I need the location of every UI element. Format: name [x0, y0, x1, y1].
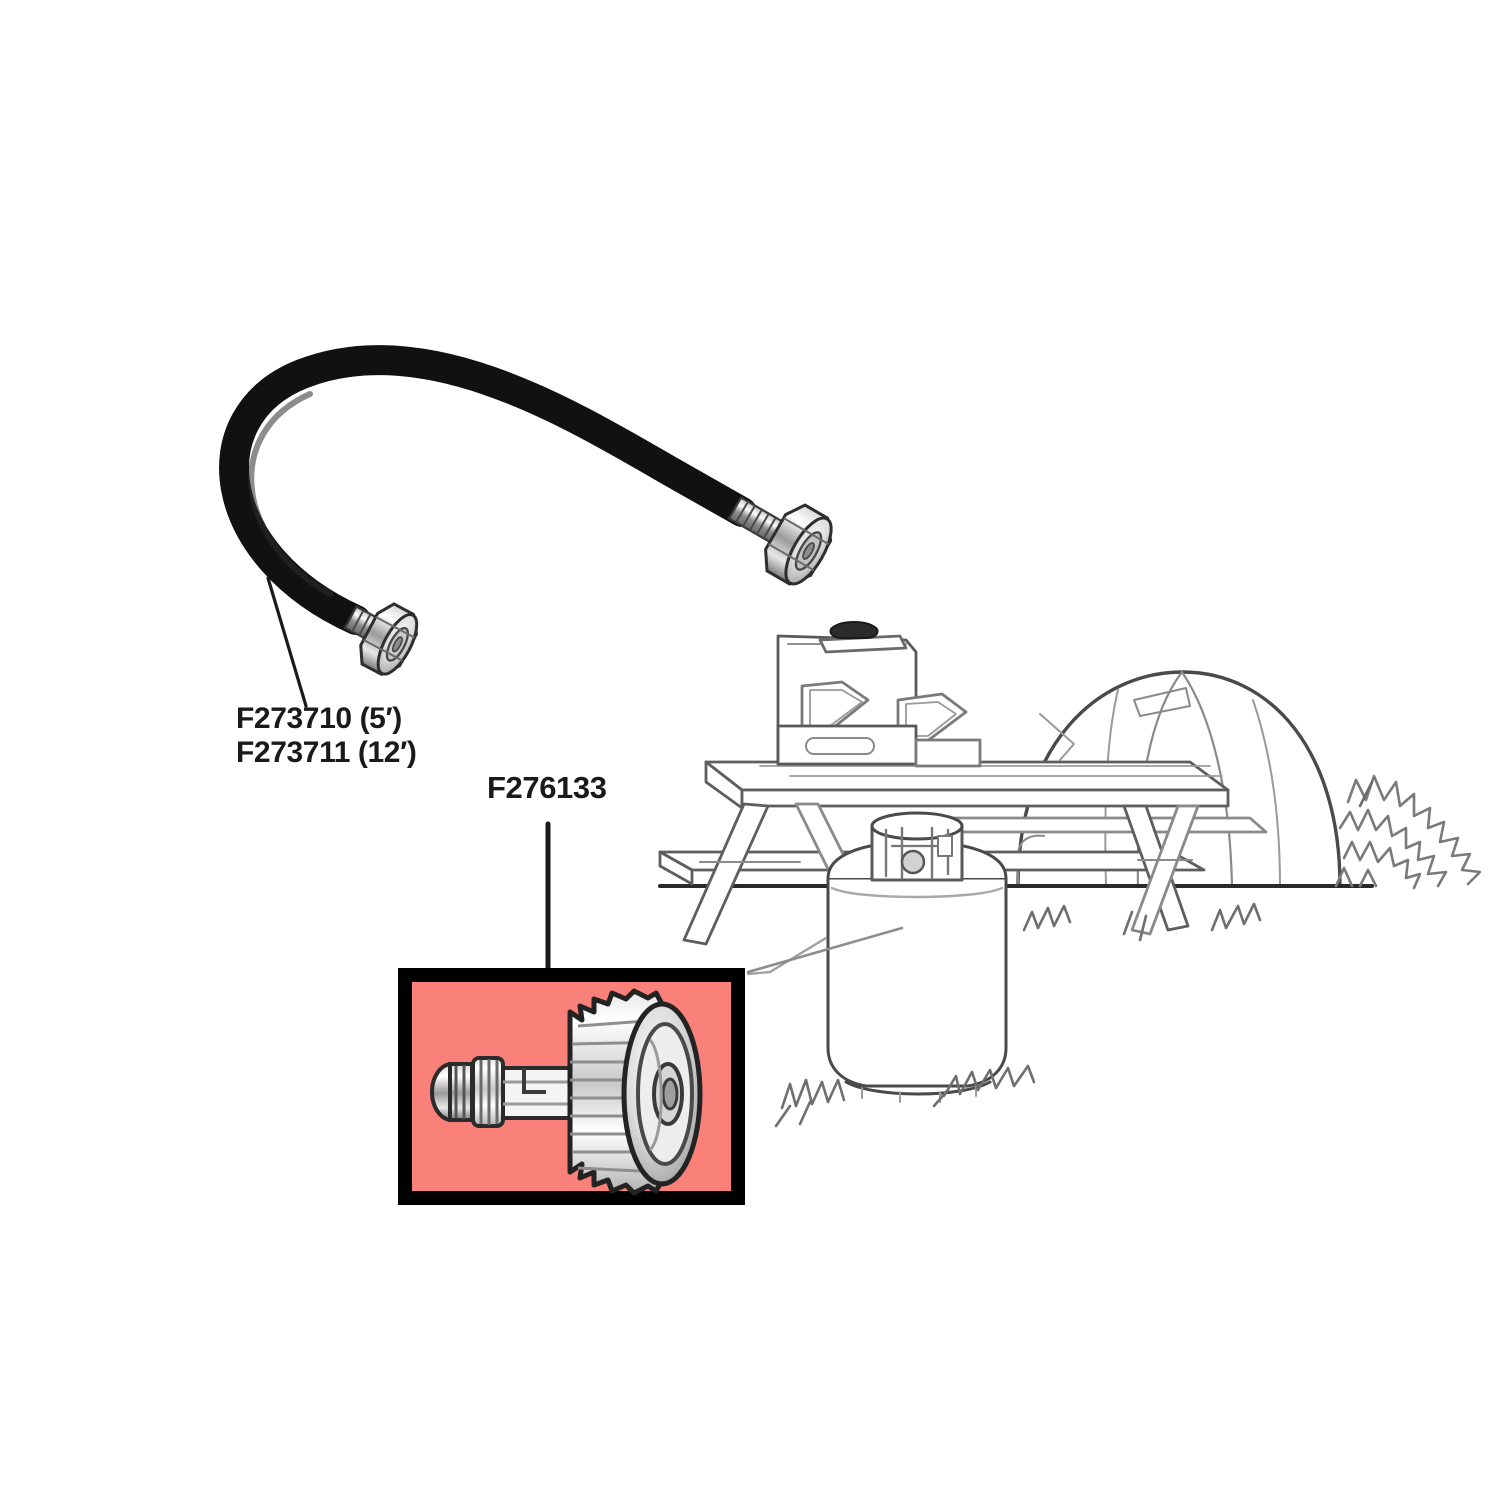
highlighted-part-inset[interactable]	[398, 968, 745, 1205]
picnic-table	[658, 760, 1268, 946]
hose-highlight	[248, 391, 333, 597]
fitting-part-callout: F276133	[487, 771, 607, 805]
grass-tufts	[774, 902, 1262, 1128]
hose-leader-line	[266, 576, 308, 708]
bush	[1334, 774, 1482, 890]
coupler-shaft	[501, 1066, 577, 1120]
coupler-knob	[567, 988, 703, 1196]
hose-tube	[219, 345, 757, 635]
hose-part-number-5ft: F273710 (5′)	[236, 702, 402, 735]
hose-fitting-right	[727, 496, 833, 586]
hose-fitting-left	[343, 602, 419, 677]
propane-tank	[826, 811, 1008, 1103]
tank-hose-sketch	[746, 936, 828, 976]
camp-stove	[776, 621, 982, 768]
inset-to-tank-leader-line	[746, 926, 904, 974]
leader-lines	[266, 576, 904, 974]
hose-assembly	[219, 345, 833, 677]
hose-part-callout: F273710 (5′) F273711 (12′)	[236, 702, 417, 770]
campsite-scene	[658, 621, 1482, 1128]
hose-part-number-12ft: F273711 (12′)	[236, 736, 417, 769]
fitting-part-number: F276133	[487, 770, 607, 805]
coupler-fitting-artwork	[430, 988, 703, 1196]
